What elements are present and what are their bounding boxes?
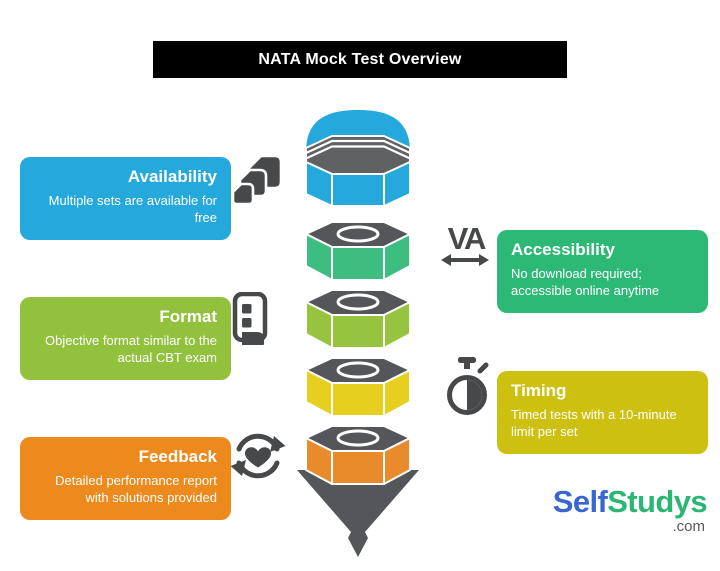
timing-card: Timing Timed tests with a 10-minute limi… xyxy=(497,371,708,454)
logo-part-self: Self xyxy=(552,484,608,519)
selfstudys-logo: SelfStudys .com xyxy=(552,484,708,535)
availability-title: Availability xyxy=(127,167,217,186)
feedback-title: Feedback xyxy=(138,447,217,466)
logo-part-studys: Studys xyxy=(607,484,707,519)
format-body: Objective format similar to the actual C… xyxy=(45,332,217,365)
pencil-tip xyxy=(297,470,419,557)
timing-body: Timed tests with a 10-minute limit per s… xyxy=(511,406,677,439)
accessibility-body: No download required; accessible online … xyxy=(511,265,660,298)
availability-body: Multiple sets are available for free xyxy=(48,192,217,225)
refresh-heart-icon xyxy=(229,427,287,485)
logo-domain-suffix: .com xyxy=(672,518,705,535)
accessibility-card: Accessibility No download required; acce… xyxy=(497,230,708,313)
stopwatch-icon xyxy=(442,357,494,421)
letter-width-icon-text: VA xyxy=(447,221,487,256)
pencil-diagram xyxy=(297,108,419,567)
pencil-eraser-segment xyxy=(305,110,411,207)
feedback-card: Feedback Detailed performance report wit… xyxy=(20,437,231,520)
accessibility-title: Accessibility xyxy=(511,240,615,259)
pencil-segment-timing xyxy=(305,357,411,417)
phone-test-icon xyxy=(232,292,270,349)
format-title: Format xyxy=(159,307,217,326)
letter-width-icon: VA xyxy=(441,221,491,267)
copies-icon xyxy=(233,154,283,206)
page-title: NATA Mock Test Overview xyxy=(153,41,567,78)
timing-title: Timing xyxy=(511,381,567,400)
pencil-segment-feedback xyxy=(305,425,411,485)
pencil-segment-accessibility xyxy=(305,221,411,281)
format-card: Format Objective format similar to the a… xyxy=(20,297,231,380)
availability-card: Availability Multiple sets are available… xyxy=(20,157,231,240)
feedback-body: Detailed performance report with solutio… xyxy=(55,472,217,505)
pencil-segment-format xyxy=(305,289,411,349)
